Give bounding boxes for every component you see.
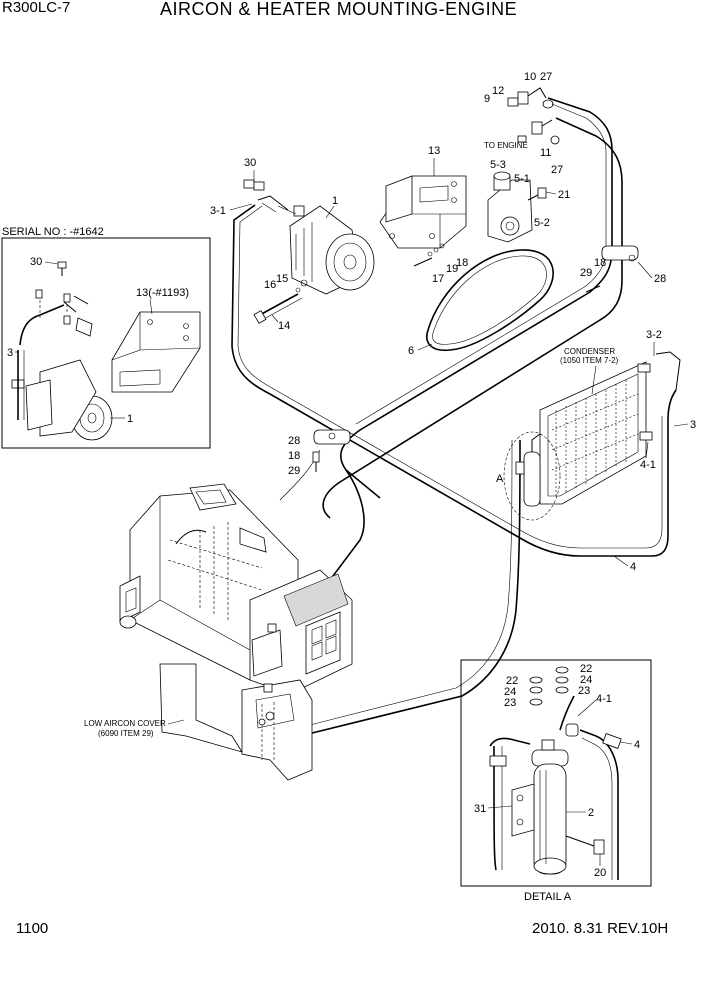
receiver-drier-small xyxy=(515,433,541,507)
callout-20: 20 xyxy=(594,867,606,879)
callout-4: 4 xyxy=(630,561,636,573)
page-title: AIRCON & HEATER MOUNTING-ENGINE xyxy=(160,0,518,19)
inset-bracket-13-drawing xyxy=(111,311,201,393)
detail-a-receiver-drier xyxy=(489,666,622,880)
callout-4-1: 4-1 xyxy=(640,459,656,471)
callout-1: 1 xyxy=(332,195,338,207)
callout-3: 3 xyxy=(690,419,696,431)
note-condenser-1: CONDENSER xyxy=(564,347,615,356)
callout-28-upper: 28 xyxy=(654,273,666,285)
refrigerant-lines xyxy=(269,97,681,737)
note-cover-1: LOW AIRCON COVER xyxy=(84,719,166,728)
page-number: 1100 xyxy=(16,920,49,937)
serial-inset-frame xyxy=(1,237,211,449)
callout-31: 31 xyxy=(474,803,486,815)
callout-14: 14 xyxy=(278,320,290,332)
callout-11: 11 xyxy=(540,147,551,159)
detail-a-frame xyxy=(460,659,652,887)
callout-19: 19 xyxy=(446,263,458,275)
callout-17: 17 xyxy=(432,273,444,285)
detail-a-caption: DETAIL A xyxy=(524,891,572,903)
callout-21: 21 xyxy=(558,189,570,201)
callout-15: 15 xyxy=(276,273,288,285)
note-cover-2: (6090 ITEM 29) xyxy=(98,729,154,738)
callout-1-inset: 1 xyxy=(127,413,133,425)
callout-24-left: 24 xyxy=(504,686,516,698)
model-label: R300LC-7 xyxy=(2,0,71,16)
inset-label-13: 13(-#1193) xyxy=(136,287,189,299)
callout-9: 9 xyxy=(484,93,490,105)
clamp-28-upper xyxy=(585,245,639,293)
bolt-14-drawing xyxy=(253,279,308,324)
compressor-drawing xyxy=(289,205,375,295)
revision-date: 2010. 8.31 REV.10H xyxy=(532,920,669,937)
callout-29-mid: 29 xyxy=(288,465,300,477)
bracket-13-drawing xyxy=(379,175,467,249)
callout-3-2: 3-2 xyxy=(646,329,662,341)
condenser-drawing xyxy=(539,361,653,505)
heater-unit-drawing xyxy=(119,483,353,695)
inset-compressor-drawing xyxy=(11,261,113,441)
compressor-hoses xyxy=(231,179,297,395)
callout-24-right: 24 xyxy=(580,674,592,686)
callout-23-left: 23 xyxy=(504,697,516,709)
callout-27-top: 27 xyxy=(540,71,552,83)
callout-29-upper: 29 xyxy=(580,267,592,279)
callout-30: 30 xyxy=(244,157,256,169)
callout-18-top: 18 xyxy=(456,257,468,269)
callout-3-1: 3-1 xyxy=(210,205,226,217)
callout-4-detail: 4 xyxy=(634,739,640,751)
detail-a-marker xyxy=(503,431,561,521)
callout-3-inset: 3 xyxy=(7,347,13,359)
low-aircon-cover-drawing xyxy=(159,663,313,781)
callout-18-mid: 18 xyxy=(288,450,300,462)
callout-30-inset: 30 xyxy=(30,256,42,268)
callout-22-left: 22 xyxy=(506,675,518,687)
note-to-engine: TO ENGINE xyxy=(484,141,528,150)
callout-5-1: 5-1 xyxy=(514,173,530,185)
fittings-top-drawing xyxy=(507,87,560,145)
callout-6: 6 xyxy=(408,345,414,357)
clamp-28-mid xyxy=(312,429,351,472)
bolts-17-19-drawing xyxy=(413,243,445,267)
detail-a-ref: A xyxy=(496,473,504,485)
callout-28-mid: 28 xyxy=(288,435,300,447)
callout-16: 16 xyxy=(264,279,276,291)
callout-13: 13 xyxy=(428,145,440,157)
serial-note: SERIAL NO : -#1642 xyxy=(2,226,104,238)
note-condenser-2: (1050 ITEM 7-2) xyxy=(560,356,619,365)
callout-10: 10 xyxy=(524,71,536,83)
callout-5-3: 5-3 xyxy=(490,159,506,171)
callout-2: 2 xyxy=(588,807,594,819)
callout-23-right: 23 xyxy=(578,685,590,697)
callout-5-2: 5-2 xyxy=(534,217,550,229)
callout-18-upper: 18 xyxy=(594,257,606,269)
v-belt-6 xyxy=(426,249,554,352)
callout-12: 12 xyxy=(492,85,504,97)
callout-22-right: 22 xyxy=(580,663,592,675)
belt-tensioner-drawing xyxy=(487,171,547,243)
callout-4-1-detail: 4-1 xyxy=(596,693,612,705)
callout-27: 27 xyxy=(551,164,563,176)
